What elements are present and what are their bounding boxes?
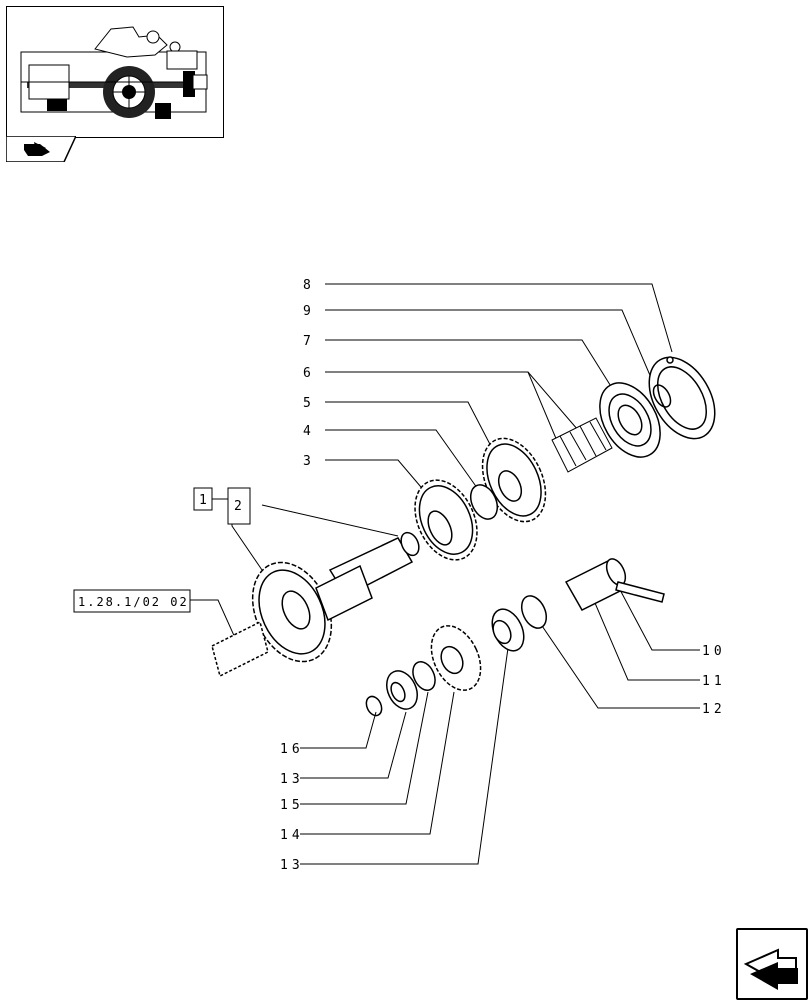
bearing-part bbox=[599, 382, 661, 458]
bearing-part-13 bbox=[491, 608, 525, 652]
callout-8: 8 bbox=[303, 278, 315, 293]
reference-bracket bbox=[227, 487, 251, 525]
book-arrow-icon bbox=[5, 135, 78, 163]
pin-shaft-part bbox=[564, 558, 665, 611]
clip-part-16 bbox=[365, 695, 383, 717]
next-page-arrow-icon bbox=[743, 948, 798, 990]
gear-part-5 bbox=[481, 437, 547, 523]
reference-number: 1 bbox=[199, 493, 211, 508]
ring-part bbox=[652, 384, 672, 408]
callout-11: 11 bbox=[702, 674, 726, 689]
washer-part-4 bbox=[469, 484, 499, 520]
callout-13-lower: 13 bbox=[280, 858, 304, 873]
callout-10: 10 bbox=[702, 644, 726, 659]
cross-reference-box[interactable] bbox=[73, 589, 191, 613]
callout-3: 3 bbox=[303, 454, 315, 469]
cross-reference-text: 1.28.1/02 02 bbox=[78, 595, 189, 609]
callout-2: 2 bbox=[234, 499, 246, 514]
tractor-transmission-thumbnail-icon bbox=[20, 26, 208, 119]
roller-cage-part bbox=[551, 417, 613, 473]
gear-part-3 bbox=[414, 479, 478, 561]
thumbnail-tab[interactable] bbox=[5, 135, 78, 163]
snap-ring-part bbox=[648, 356, 716, 440]
leader-lines bbox=[190, 283, 700, 865]
callout-16: 16 bbox=[280, 742, 304, 757]
callout-15: 15 bbox=[280, 798, 304, 813]
callout-4: 4 bbox=[303, 424, 315, 439]
callout-7: 7 bbox=[303, 334, 315, 349]
callout-12: 12 bbox=[702, 702, 726, 717]
shaft-gear-part-2 bbox=[211, 531, 420, 678]
gear-part-14 bbox=[430, 625, 482, 691]
callout-5: 5 bbox=[303, 396, 315, 411]
circlip-part-15 bbox=[412, 661, 436, 691]
assembly-thumbnail bbox=[6, 6, 224, 138]
bearing-part-13b bbox=[386, 670, 418, 710]
callout-13-upper: 13 bbox=[280, 772, 304, 787]
callout-9: 9 bbox=[303, 304, 315, 319]
next-page-button[interactable] bbox=[736, 928, 808, 1000]
callout-14: 14 bbox=[280, 828, 304, 843]
washer-part-12 bbox=[520, 595, 548, 629]
callout-6: 6 bbox=[303, 366, 315, 381]
